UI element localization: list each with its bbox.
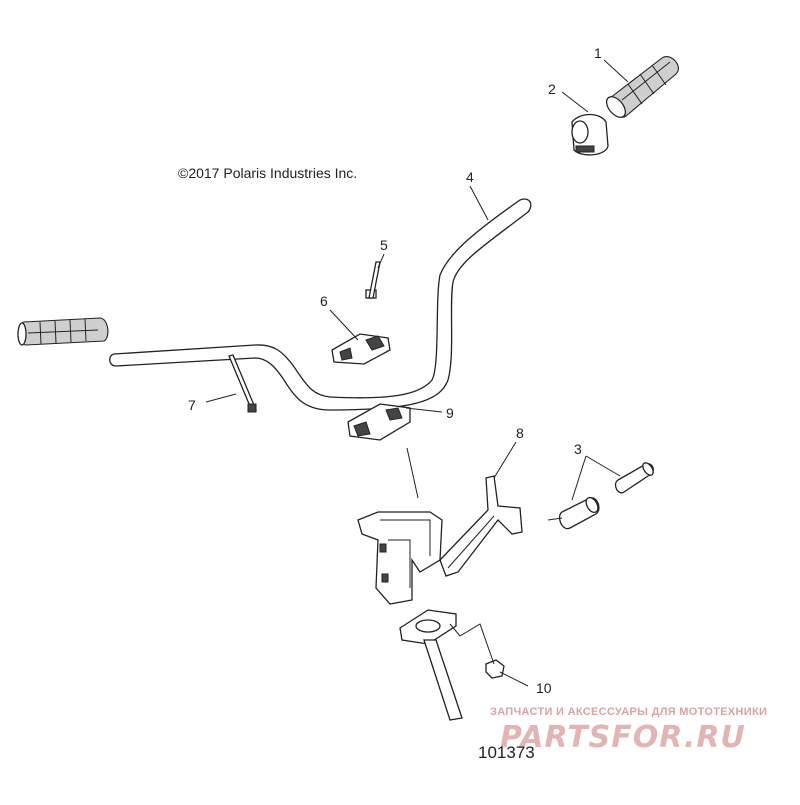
document-number: 101373 [478, 743, 535, 762]
left-grip[interactable] [17, 317, 109, 346]
grip-heater-elements[interactable] [547, 461, 655, 530]
callout-8[interactable]: 8 [516, 425, 524, 441]
watermark-logo: PARTSFOR.RU [500, 720, 746, 755]
right-grip[interactable] [603, 56, 679, 121]
leader-lines [205, 59, 629, 687]
steering-post[interactable] [399, 609, 463, 721]
upper-clamp[interactable] [331, 333, 391, 365]
throttle-housing[interactable] [571, 113, 609, 156]
callout-3[interactable]: 3 [574, 441, 582, 457]
callout-9[interactable]: 9 [446, 405, 454, 421]
copyright-text: ©2017 Polaris Industries Inc. [178, 165, 358, 181]
mounting-bracket[interactable] [357, 511, 443, 605]
callout-4[interactable]: 4 [466, 169, 474, 185]
cable-tie[interactable] [228, 354, 257, 413]
flange-nut[interactable] [485, 659, 505, 679]
lower-clamp[interactable] [347, 403, 411, 441]
callout-2[interactable]: 2 [548, 81, 556, 97]
callout-7[interactable]: 7 [188, 397, 196, 413]
callout-5[interactable]: 5 [380, 237, 388, 253]
callout-10[interactable]: 10 [536, 680, 552, 696]
clamp-bolt[interactable] [365, 261, 381, 299]
callout-1[interactable]: 1 [594, 45, 602, 61]
handlebar[interactable] [109, 198, 532, 411]
display-bracket[interactable] [439, 475, 523, 577]
watermark-tagline: ЗАПЧАСТИ И АКСЕССУАРЫ ДЛЯ МОТОТЕХНИКИ [490, 706, 768, 718]
callout-6[interactable]: 6 [320, 293, 328, 309]
